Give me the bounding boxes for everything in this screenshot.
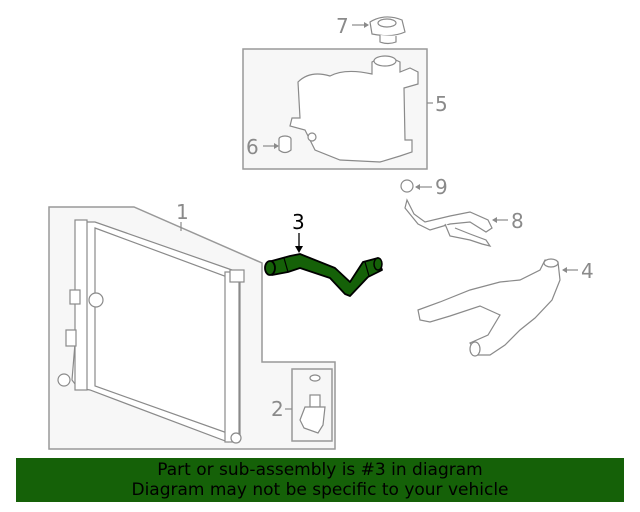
radiator-icon [57,219,245,444]
bypass-hose-icon [404,198,493,247]
banner-line-disclaimer: Diagram may not be specific to your vehi… [131,480,509,500]
reservoir-cap-icon [369,16,406,45]
banner-line-part: Part or sub-assembly is #3 in diagram [157,460,483,480]
lower-radiator-hose-icon [417,258,561,357]
coolant-reservoir-icon [289,55,419,163]
upper-radiator-hose-icon [264,253,383,297]
temperature-sensor-icon [299,374,326,434]
hose-clamp-icon [400,179,414,193]
callout-1[interactable]: 1 [176,200,189,224]
callout-6[interactable]: 6 [246,135,259,159]
diagram-notice-banner: Part or sub-assembly is #3 in diagram Di… [16,458,624,502]
callout-5[interactable]: 5 [435,92,448,116]
callout-4[interactable]: 4 [581,259,594,283]
callout-8[interactable]: 8 [511,209,524,233]
parts-diagram [48,16,578,450]
callout-9[interactable]: 9 [435,175,448,199]
callout-3[interactable]: 3 [292,210,305,234]
callout-7[interactable]: 7 [336,14,349,38]
callout-2[interactable]: 2 [271,397,284,421]
reservoir-bushing-icon [278,135,292,154]
